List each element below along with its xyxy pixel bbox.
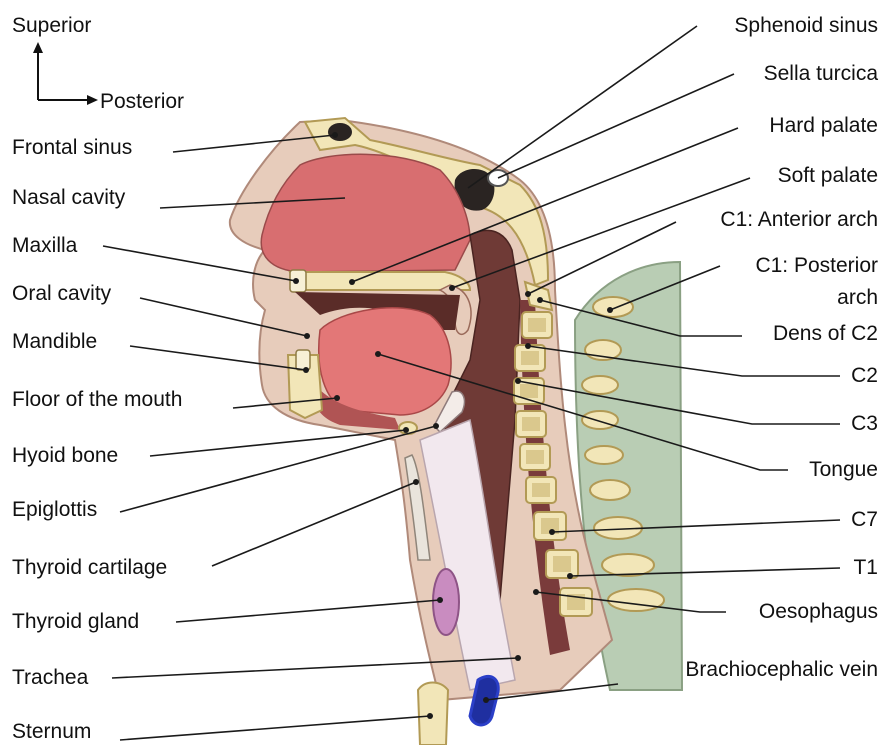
mandible-tooth	[296, 350, 310, 370]
label-oral-cavity: Oral cavity	[12, 282, 111, 306]
label-sella-turcica: Sella turcica	[764, 62, 878, 86]
label-maxilla: Maxilla	[12, 234, 77, 258]
label-soft-palate: Soft palate	[778, 164, 878, 188]
label-sternum: Sternum	[12, 720, 91, 744]
label-floor-of-mouth: Floor of the mouth	[12, 388, 182, 412]
label-tongue: Tongue	[809, 458, 878, 482]
label-hyoid-bone: Hyoid bone	[12, 444, 118, 468]
label-c1-posterior-arch-line1: C1: Posterior	[755, 254, 878, 278]
label-c1-anterior-arch: C1: Anterior arch	[720, 208, 878, 232]
label-sphenoid-sinus: Sphenoid sinus	[734, 14, 878, 38]
label-c2: C2	[851, 364, 878, 388]
label-nasal-cavity: Nasal cavity	[12, 186, 125, 210]
label-frontal-sinus: Frontal sinus	[12, 136, 132, 160]
label-dens-of-c2: Dens of C2	[773, 322, 878, 346]
label-hard-palate: Hard palate	[769, 114, 878, 138]
label-c3: C3	[851, 412, 878, 436]
orientation-label-superior: Superior	[12, 14, 91, 38]
hard-palate	[290, 272, 470, 290]
label-mandible: Mandible	[12, 330, 97, 354]
label-trachea: Trachea	[12, 666, 88, 690]
label-thyroid-gland: Thyroid gland	[12, 610, 139, 634]
orientation-label-posterior: Posterior	[100, 90, 184, 114]
label-t1: T1	[853, 556, 878, 580]
sternum	[418, 683, 448, 745]
label-brachiocephalic-vein: Brachiocephalic vein	[685, 658, 878, 682]
thyroid-gland	[433, 569, 459, 635]
label-c7: C7	[851, 508, 878, 532]
nasal-cavity	[261, 154, 470, 272]
label-c1-posterior-arch-line2: arch	[837, 286, 878, 310]
label-thyroid-cartilage: Thyroid cartilage	[12, 556, 167, 580]
label-oesophagus: Oesophagus	[759, 600, 878, 624]
orientation-arrows	[33, 42, 98, 105]
label-epiglottis: Epiglottis	[12, 498, 97, 522]
frontal-sinus	[328, 123, 352, 141]
